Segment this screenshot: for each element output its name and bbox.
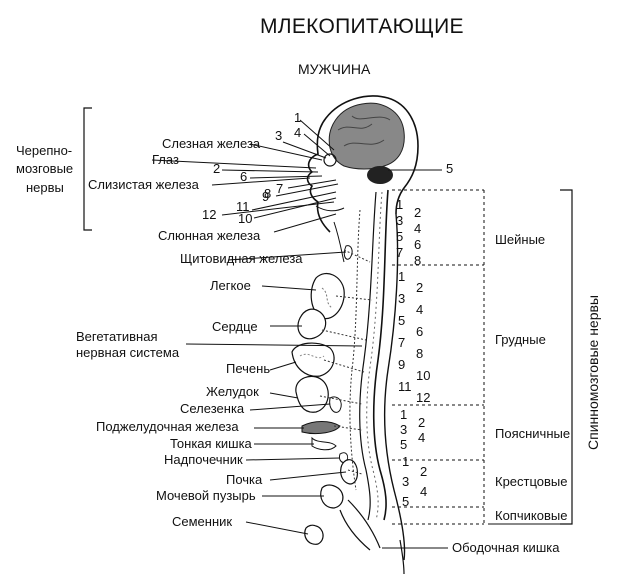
- cranial-number-9: 9: [262, 189, 270, 204]
- cerebellum: [367, 166, 393, 184]
- organ-label-liver: Печень: [226, 361, 271, 376]
- head-outline: [306, 95, 419, 233]
- organ-label-lacrimal: Слезная железа: [162, 136, 261, 151]
- spinal-number-0-2: 3: [396, 213, 404, 228]
- cranial-number-3: 3: [275, 128, 283, 143]
- spinal-number-0-5: 6: [414, 237, 422, 252]
- organ-label-autonomic-2: нервная система: [76, 345, 180, 360]
- organ-label-autonomic-1: Вегетативная: [76, 329, 158, 344]
- stomach: [295, 375, 329, 413]
- spinal-number-2-1: 2: [418, 414, 426, 430]
- organ-label-lung: Легкое: [210, 278, 251, 293]
- spinal-number-1-11: 12: [416, 390, 431, 405]
- organ-label-salivary: Слюнная железа: [158, 228, 261, 243]
- spinal-number-0-0: 1: [396, 197, 404, 212]
- spinal-number-2-4: 5: [400, 437, 408, 453]
- spinal-number-1-6: 7: [398, 335, 406, 350]
- cranial-number-10: 10: [238, 211, 253, 226]
- cranial-number-7: 7: [276, 181, 284, 196]
- organ-label-kidney: Почка: [226, 472, 263, 487]
- cranial-number-8: 8: [264, 186, 272, 201]
- bladder: [320, 484, 344, 509]
- cranial-number-5: 5: [446, 161, 454, 176]
- cranial-number-11: 11: [236, 199, 250, 214]
- spinal-number-3-1: 2: [420, 464, 428, 479]
- organ-label-stomach: Желудок: [206, 384, 259, 399]
- organ-label-testis: Семенник: [172, 514, 233, 529]
- diagram-subtitle: МУЖЧИНА: [298, 61, 371, 77]
- spinal-number-3-4: 5: [402, 494, 410, 509]
- diagram-title: МЛЕКОПИТАЮЩИЕ: [260, 15, 464, 38]
- spinal-nerves-label: Спинномозговые нервы: [585, 295, 601, 450]
- organ-label-pancreas: Поджелудочная железа: [96, 419, 239, 434]
- brain: [328, 102, 405, 170]
- organ-label-colon: Ободочная кишка: [452, 540, 560, 555]
- spinal-number-1-2: 3: [398, 291, 406, 306]
- spinal-number-1-5: 6: [416, 324, 424, 339]
- spinal-number-2-0: 1: [400, 407, 408, 422]
- spinal-number-2-2: 3: [400, 422, 408, 438]
- spinal-number-0-1: 2: [414, 205, 422, 220]
- spinal-number-0-7: 8: [414, 253, 422, 268]
- heart: [297, 308, 327, 340]
- spinal-number-3-3: 4: [420, 484, 428, 499]
- cranial-bracket: [83, 107, 92, 231]
- spinal-number-1-8: 9: [398, 357, 406, 372]
- spinal-number-1-9: 10: [416, 368, 431, 383]
- spinal-number-1-7: 8: [416, 346, 424, 361]
- spinal-number-1-3: 4: [416, 302, 424, 317]
- cranial-number-6: 6: [240, 169, 248, 184]
- spinal-number-1-0: 1: [398, 269, 406, 284]
- cranial-number-2: 2: [213, 161, 221, 176]
- spinal-group-lumbar: Поясничные: [495, 426, 571, 441]
- spinal-group-coccygeal: Копчиковые: [495, 508, 568, 523]
- cranial-nerves-label-3: нервы: [26, 180, 64, 195]
- spinal-number-1-4: 5: [398, 313, 406, 328]
- spinal-group-cervical: Шейные: [495, 232, 546, 247]
- organ-label-eye: Глаз: [152, 152, 179, 167]
- organ-label-small-intestine: Тонкая кишка: [170, 436, 252, 451]
- eye: [323, 153, 337, 167]
- spinal-number-1-10: 11: [398, 379, 412, 394]
- organ-label-adrenal: Надпочечник: [164, 452, 243, 467]
- organ-label-mucous: Слизистая железа: [88, 177, 199, 192]
- spinal-number-3-0: 1: [402, 454, 410, 469]
- organ-label-thyroid: Щитовидная железа: [180, 251, 303, 266]
- spinal-group-thoracic: Грудные: [495, 332, 546, 347]
- spinal-number-3-2: 3: [402, 474, 410, 489]
- colon: [347, 499, 381, 549]
- spinal-column: [372, 189, 389, 521]
- cranial-number-4: 4: [294, 125, 302, 140]
- cranial-nerves-label-2: мозговые: [16, 161, 74, 176]
- spinal-number-0-3: 4: [414, 221, 422, 236]
- liver: [291, 342, 335, 377]
- spinal-number-0-4: 5: [396, 229, 404, 244]
- cranial-nerves-label-1: Черепно-: [16, 143, 73, 158]
- cranial-number-12: 12: [202, 207, 217, 222]
- spinal-number-0-6: 7: [396, 245, 404, 260]
- testis: [304, 524, 324, 545]
- pancreas: [301, 421, 341, 435]
- cranial-number-1: 1: [294, 110, 302, 125]
- spinal-number-2-3: 4: [418, 429, 426, 445]
- lung: [310, 273, 345, 320]
- organ-label-bladder: Мочевой пузырь: [156, 488, 256, 503]
- spinal-number-1-1: 2: [416, 280, 424, 295]
- organ-label-heart: Сердце: [212, 319, 258, 334]
- small-intestine: [311, 436, 337, 451]
- spleen: [329, 396, 342, 413]
- spinal-group-sacral: Крестцовые: [495, 474, 568, 489]
- organ-label-spleen: Селезенка: [180, 401, 245, 416]
